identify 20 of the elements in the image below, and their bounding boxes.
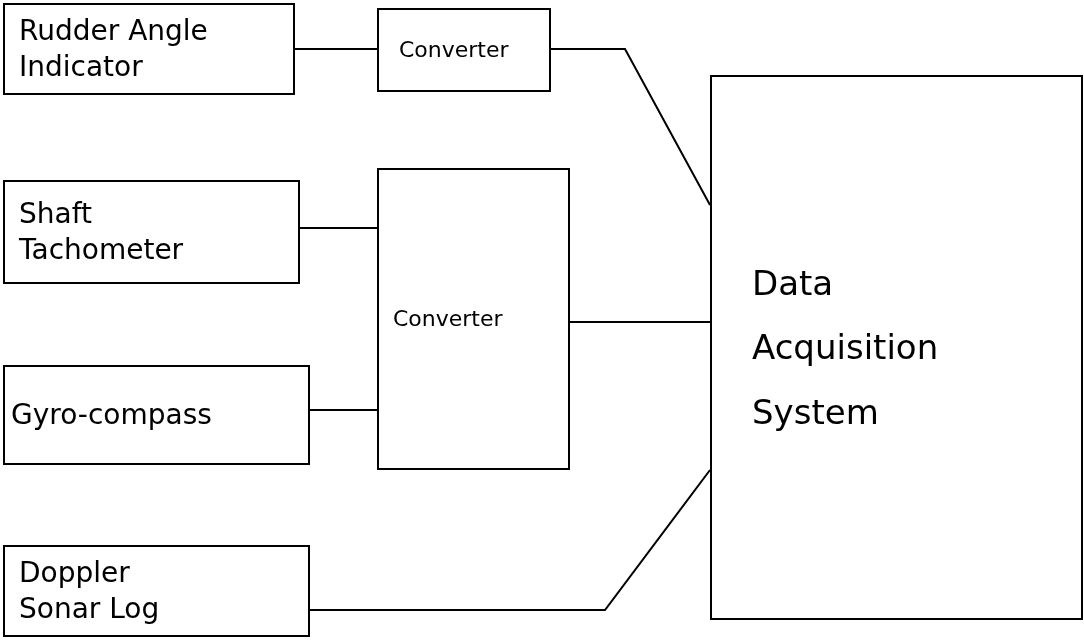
box-label: Converter [399,35,509,64]
converter-box [377,168,570,470]
instrument-box [3,3,295,95]
converter-box [377,8,551,92]
box-label: Converter [393,304,503,333]
box-label: Doppler Sonar Log [19,554,161,627]
system-box [710,75,1083,620]
connector-line [299,227,378,229]
box-label: Gyro-compass [11,396,212,433]
connector-line [309,409,378,411]
connector-line [550,48,711,206]
instrument-box [3,365,310,465]
connector-line [309,469,711,611]
box-label: Rudder Angle Indicator [19,12,209,85]
connector-line [294,48,378,50]
instrument-box [3,180,300,284]
box-label: Shaft Tachometer [19,195,185,268]
instrument-box [3,545,310,637]
connector-line [569,321,711,323]
box-label: Data Acquisition System [752,261,940,434]
